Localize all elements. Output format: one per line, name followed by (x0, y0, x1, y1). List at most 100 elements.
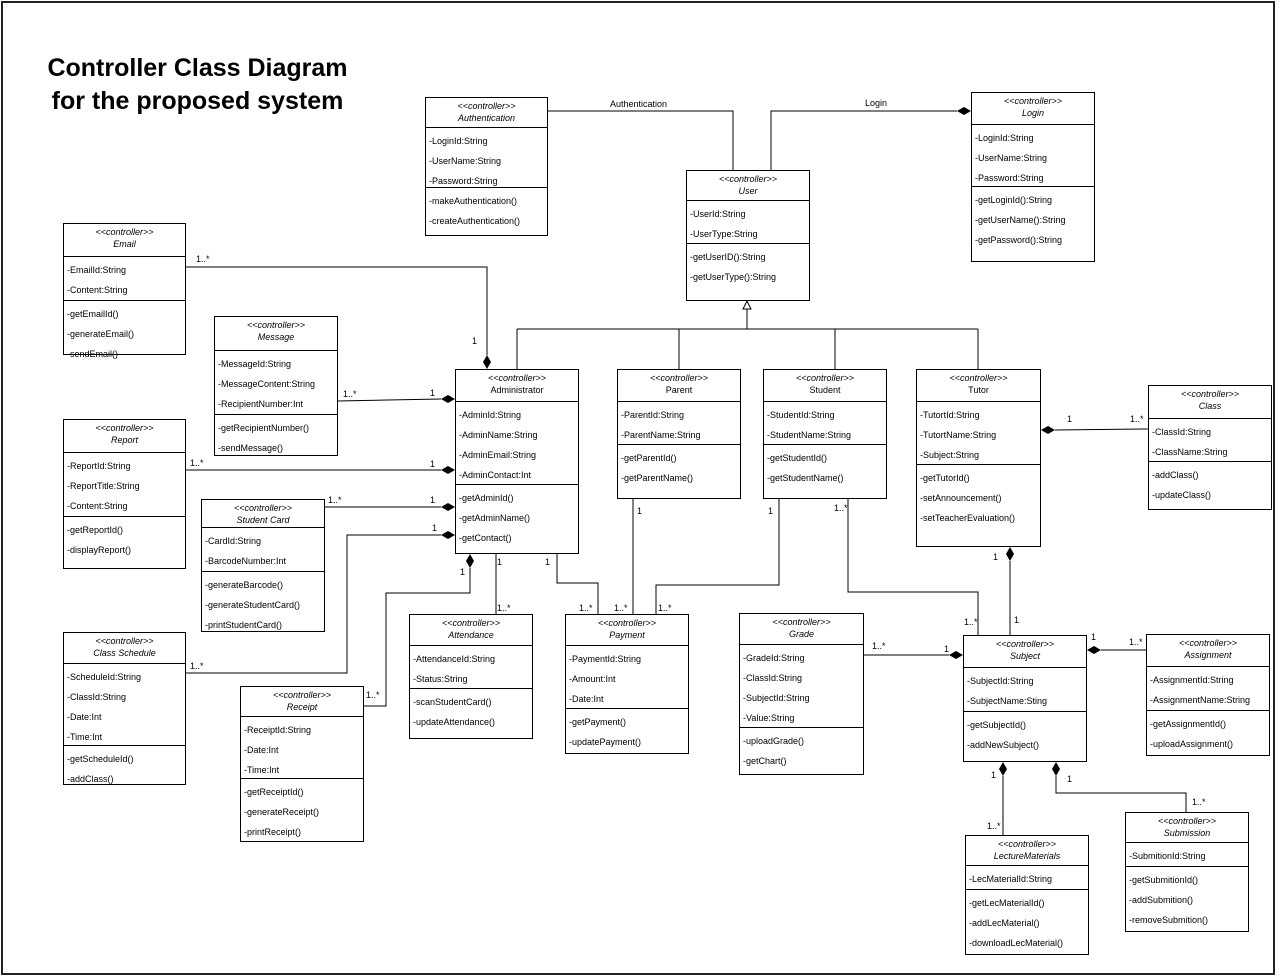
multiplicity-label: 1 (768, 506, 774, 516)
class-attribute: -Date:Int (569, 694, 604, 704)
class-method: -getChart() (743, 756, 787, 766)
class-method: -setAnnouncement() (920, 493, 1002, 503)
class-header: <<controller>>Authentication (426, 98, 547, 128)
class-stereotype: <<controller>> (795, 373, 855, 383)
login-user-link (770, 110, 957, 170)
class-header: <<controller>> Subject (964, 636, 1086, 668)
multiplicity-label: 1 (432, 523, 438, 533)
class-attribute: -GradeId:String (743, 653, 805, 663)
card-admin-diamond (441, 503, 455, 511)
class-attribute: -MessageContent:String (218, 379, 316, 389)
class-name: Student (809, 385, 841, 395)
class-attributes: -StudentId:String-StudentName:String (764, 402, 886, 445)
class-attribute: -Password:String (429, 176, 498, 186)
multiplicity-label: 1 (1091, 632, 1097, 642)
multiplicity-label: 1..* (328, 495, 342, 505)
class-attributes: -LecMaterialId:String (966, 866, 1088, 890)
login-composition-diamond (957, 107, 971, 115)
multiplicity-label: 1..* (658, 603, 672, 613)
class-methods: -getRecipientNumber()-sendMessage() (215, 415, 337, 460)
class-header: <<controller>>Grade (740, 614, 863, 645)
class-method: -getReceiptId() (244, 787, 304, 797)
class-attribute: -ReportId:String (67, 461, 131, 471)
class-method: -generateReceipt() (244, 807, 320, 817)
class-stereotype: <<controller>> (95, 636, 154, 646)
class-method: -downloadLecMaterial() (969, 938, 1064, 948)
class-attributes: -EmailId:String-Content:String (64, 257, 185, 301)
class-method: -getPayment() (569, 717, 627, 727)
class-name: Class Schedule (93, 648, 156, 658)
class-attributes: -ReceiptId:String-Date:Int-Time:Int (241, 717, 363, 779)
class-name: Login (1021, 108, 1045, 118)
class-header: <<controller>>Tutor (917, 370, 1040, 402)
class-attribute: -Subject:String (920, 450, 980, 460)
class-name: Subject (1009, 651, 1041, 661)
class-attribute: -SubmitionId:String (1129, 851, 1206, 861)
class-stereotype: <<controller>> (649, 373, 709, 383)
class-attribute: -AttendanceId:String (413, 654, 496, 664)
class-attributes: -PaymentId:String-Amount:Int-Date:Int (566, 646, 688, 709)
class-attribute: -MessageId:String (218, 359, 292, 369)
class-stereotype: <<controller>> (995, 639, 1055, 649)
class-methods: -getReportId()-displayReport() (64, 517, 185, 562)
class-receipt: <<controller>>Receipt-ReceiptId:String-D… (240, 686, 364, 842)
class-attribute: -LecMaterialId:String (969, 874, 1053, 884)
multiplicity-label: 1..* (614, 603, 628, 613)
receipt-admin-link (364, 568, 471, 707)
class-name: Authentication (457, 113, 516, 123)
class-attribute: -UserId:String (690, 209, 746, 219)
class-methods: -getSubmitionId()-addSubmition()-removeS… (1126, 867, 1248, 932)
diagram-title: Controller Class Diagram for the propose… (0, 52, 395, 118)
class-name: Administrator (490, 385, 544, 395)
class-attribute: -ClassName:String (1152, 447, 1228, 457)
class-attributes: -ScheduleId:String-ClassId:String-Date:I… (64, 664, 185, 746)
multiplicity-label: 1..* (987, 821, 1001, 831)
payment-student-link (655, 499, 780, 614)
class-attributes: -LoginId:String-UserName:String-Password… (972, 125, 1094, 187)
class-attribute: -UserName:String (975, 153, 1048, 163)
multiplicity-label: 1..* (1130, 414, 1144, 424)
class-attribute: -ClassId:String (743, 673, 803, 683)
class-name: Report (110, 435, 138, 445)
class-attribute: -TutortId:String (920, 410, 980, 420)
class-name: Student Card (236, 515, 290, 525)
report-admin-diamond (441, 466, 455, 474)
grade-subject-diamond (949, 651, 963, 659)
class-method: -getTutorId() (920, 473, 970, 483)
class-methods: -getReceiptId() -generateReceipt() -printR… (241, 779, 363, 844)
class-method: -printReceipt() (244, 827, 302, 837)
class-method: -getParentName() (621, 473, 694, 483)
class-attribute: -Status:String (413, 674, 468, 684)
class-methods: -addClass()-updateClass() (1149, 462, 1271, 507)
class-methods: -getLoginId():String-getUserName():Strin… (972, 187, 1094, 252)
message-admin-link (337, 398, 442, 402)
class-attribute: -ParentName:String (621, 430, 701, 440)
class-attributes: -TutortId:String-TutortName:String-Subje… (917, 402, 1040, 465)
multiplicity-label: 1..* (1192, 797, 1206, 807)
class-method: -getUserName():String (975, 215, 1066, 225)
multiplicity-label: 1 (1067, 774, 1073, 784)
class-header: <<controller>>Administrator (456, 370, 578, 402)
class-methods: -getEmailId()-generateEmail()-sendEmail(… (64, 301, 185, 366)
class-method: -sendEmail() (67, 349, 119, 359)
class-attribute: -AdminName:String (459, 430, 538, 440)
class-header: <<controller>>Assignment (1147, 635, 1269, 667)
multiplicity-label: 1 (991, 770, 997, 780)
class-method: -printStudentCard() (205, 620, 283, 630)
class-attribute: -Time:Int (244, 765, 280, 775)
class-attributes: -SubmitionId:String (1126, 843, 1248, 867)
class-method: -getScheduleId() (67, 754, 134, 764)
class-method: -getUserType():String (690, 272, 777, 282)
class-method: -generateEmail() (67, 329, 135, 339)
class-method: -generateStudentCard() (205, 600, 301, 610)
class-method: -uploadAssignment() (1150, 739, 1234, 749)
class-header: <<controller>>Message (215, 317, 337, 351)
multiplicity-label: 1 (637, 506, 643, 516)
multiplicity-label: 1..* (497, 603, 511, 613)
class-header: <<controller>>Report (64, 420, 185, 453)
class-stereotype: <<controller>> (246, 320, 306, 330)
class-method: -getContact() (459, 533, 512, 543)
class-methods: -getPayment()-updatePayment() (566, 709, 688, 754)
class-stereotype: <<controller>> (95, 227, 154, 237)
